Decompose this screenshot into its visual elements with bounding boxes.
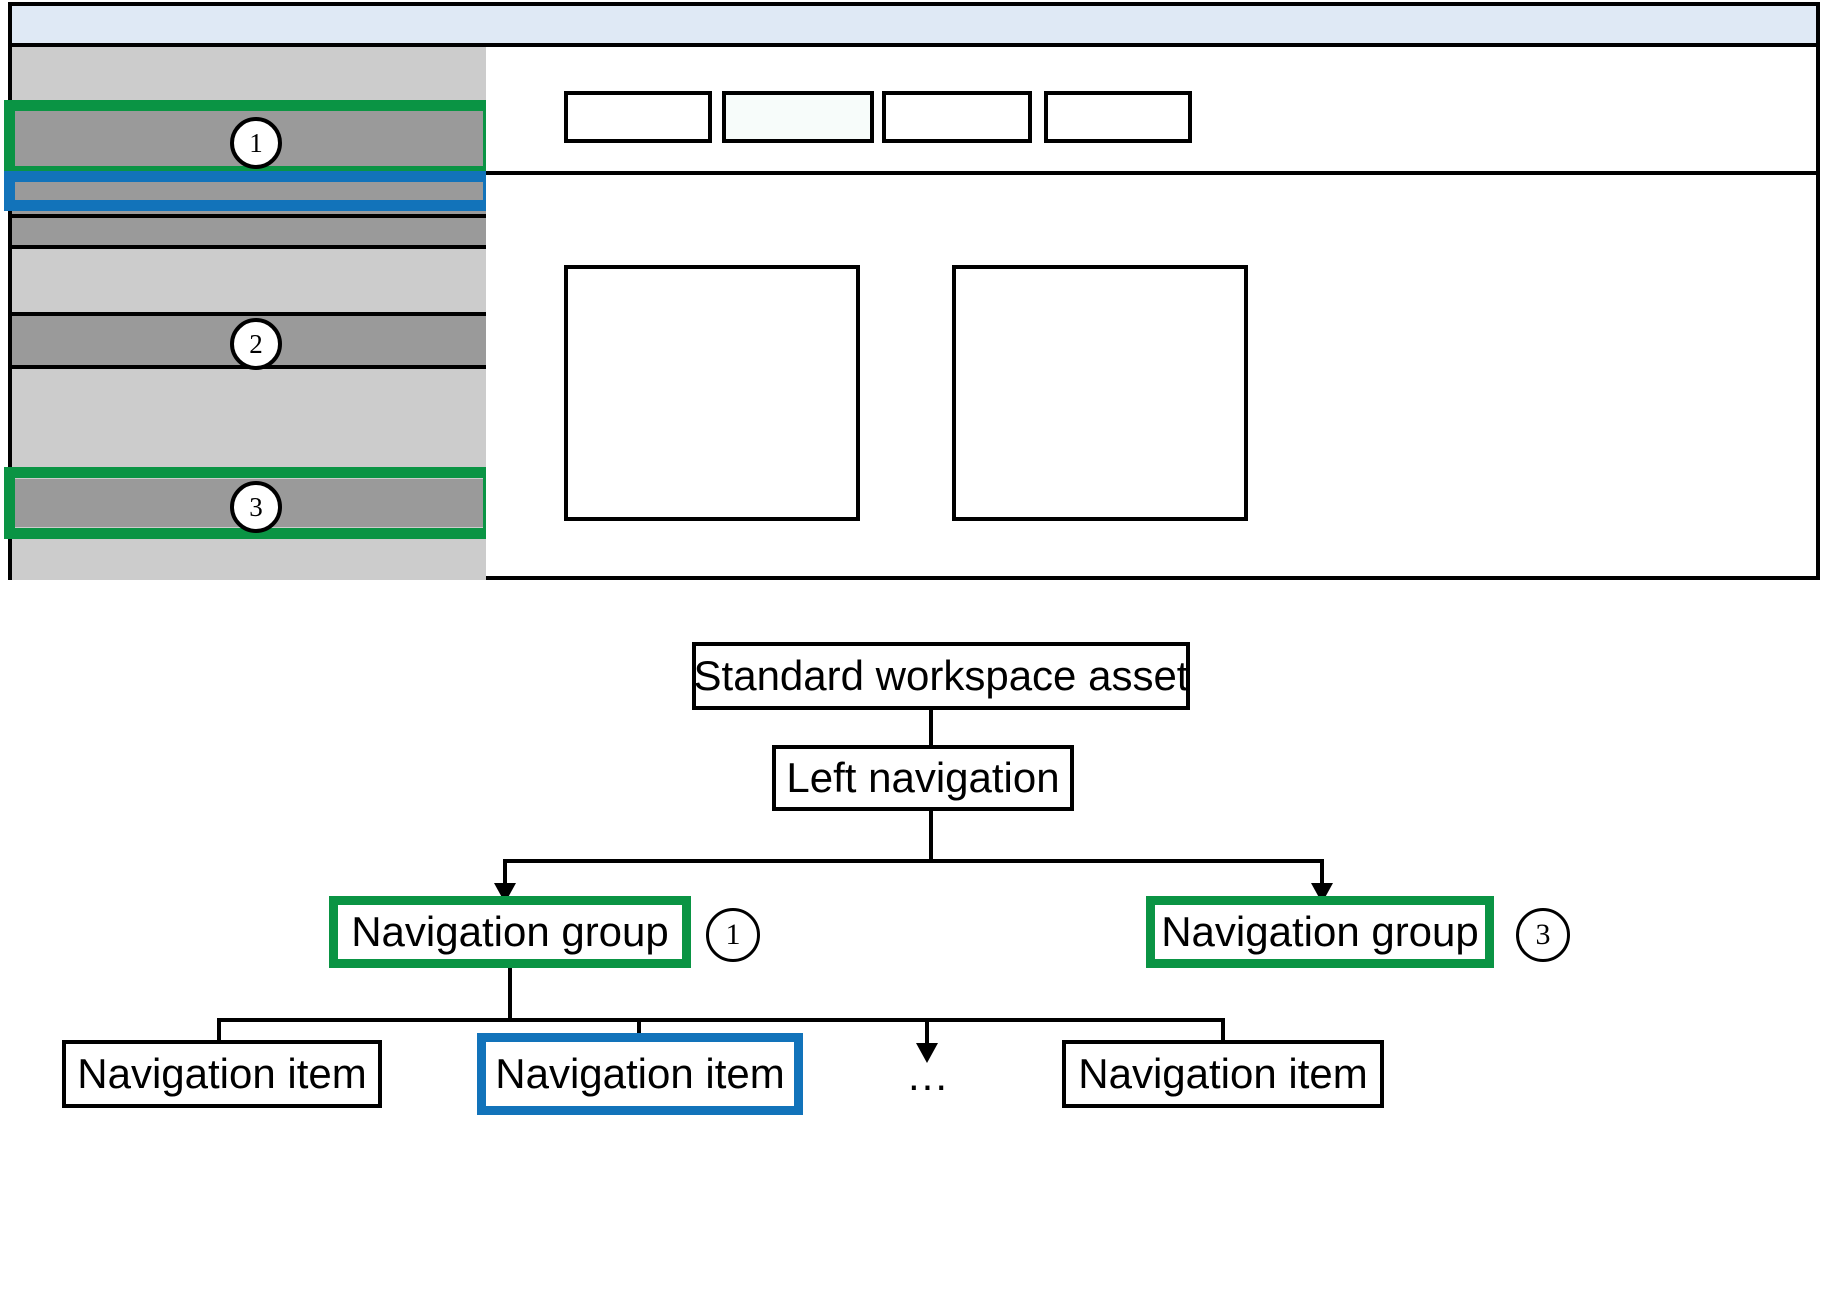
tree-node-navigation-item-1-label: Navigation item [77, 1050, 367, 1097]
arrow-to-item-ellipsis [916, 1018, 938, 1063]
wireframe-body: 1 2 3 [4, 47, 1816, 580]
wireframe-marker-2: 2 [230, 318, 282, 370]
tree-node-navigation-item-2-inner: Navigation item [486, 1042, 794, 1106]
tree-node-navigation-item-2-selected: Navigation item [477, 1033, 803, 1115]
arrow-to-group-3 [1311, 859, 1333, 903]
tree-node-root-label: Standard workspace asset [693, 652, 1189, 699]
content-card-2[interactable] [952, 265, 1248, 521]
tree-node-navigation-item-1: Navigation item [62, 1040, 382, 1108]
tree-marker-group-1-label: 1 [725, 918, 741, 951]
tree-marker-group-1: 1 [706, 908, 760, 962]
connector-items-bus [219, 1018, 1223, 1022]
app-header-bar [12, 6, 1816, 47]
tree-node-navigation-item-4: Navigation item [1062, 1040, 1384, 1108]
arrow-to-group-1 [494, 859, 516, 903]
tree-ellipsis: ... [908, 1052, 949, 1100]
wireframe-marker-3-label: 3 [249, 491, 263, 522]
content-area [486, 47, 1816, 576]
tree-node-navigation-group-3-label: Navigation group [1161, 908, 1479, 955]
tree-node-navigation-group-3-inner: Navigation group [1155, 905, 1485, 959]
toolbar-box-2[interactable] [722, 91, 874, 143]
wireframe-marker-1-label: 1 [249, 127, 263, 158]
wireframe-marker-1: 1 [230, 117, 282, 169]
nav-row-7[interactable] [12, 249, 486, 312]
tree-node-navigation-group-1-inner: Navigation group [338, 905, 682, 959]
wireframe-panel: 1 2 3 [4, 2, 1820, 580]
tree-ellipsis-label: ... [908, 1052, 950, 1099]
connector-root-to-leftnav [929, 710, 933, 745]
wireframe-marker-3: 3 [230, 481, 282, 533]
tree-marker-group-3: 3 [1516, 908, 1570, 962]
tree-node-left-navigation-label: Left navigation [786, 754, 1060, 801]
tree-node-navigation-group-1: Navigation group [329, 896, 691, 968]
nav-row-6[interactable] [12, 214, 486, 249]
tree-node-navigation-group-3: Navigation group [1146, 896, 1494, 968]
nav-row-4-selected-item[interactable] [12, 181, 486, 200]
wireframe-marker-2-label: 2 [249, 328, 263, 359]
toolbar-box-3[interactable] [882, 91, 1032, 143]
highlight-frame-selected-item [4, 171, 494, 211]
hierarchy-diagram: Standard workspace asset Left navigation… [0, 600, 1830, 1291]
connector-group1-stem [508, 968, 512, 1020]
tree-node-navigation-group-1-label: Navigation group [351, 908, 669, 955]
toolbar-box-4[interactable] [1044, 91, 1192, 143]
tree-node-navigation-item-4-label: Navigation item [1078, 1050, 1368, 1097]
tree-node-navigation-item-2-label: Navigation item [495, 1050, 785, 1097]
tree-marker-group-3-label: 3 [1535, 918, 1551, 951]
content-toolbar [486, 47, 1816, 175]
connector-leftnav-stem [929, 811, 933, 861]
content-card-1[interactable] [564, 265, 860, 521]
toolbar-box-1[interactable] [564, 91, 712, 143]
nav-row-9[interactable] [12, 369, 486, 479]
connector-groups-bus [505, 859, 1322, 863]
tree-node-root: Standard workspace asset [692, 642, 1190, 710]
tree-node-left-navigation: Left navigation [772, 745, 1074, 811]
